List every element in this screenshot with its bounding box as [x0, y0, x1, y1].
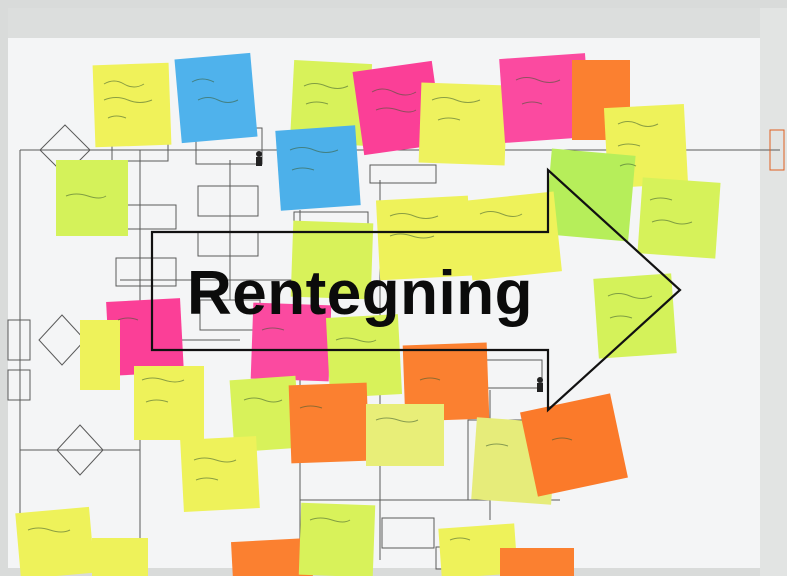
board-edge-right — [760, 8, 787, 576]
sticky-note — [134, 366, 204, 440]
sticky-note — [288, 382, 370, 464]
sticky-note — [366, 404, 444, 466]
sticky-note — [500, 548, 574, 576]
sticky-note — [438, 523, 518, 576]
sticky-note — [418, 82, 508, 166]
sticky-note — [520, 393, 628, 497]
handwriting-marks — [27, 77, 693, 541]
sticky-note — [106, 298, 184, 376]
sticky-note — [229, 375, 301, 453]
person-icon — [256, 151, 543, 392]
sticky-note — [275, 125, 361, 211]
decision-diamond — [56, 424, 104, 476]
sticky-note — [289, 60, 373, 146]
sticky-note — [298, 502, 376, 576]
sticky-note — [15, 506, 95, 576]
board-shadow-top — [8, 8, 783, 38]
sticky-note — [174, 52, 258, 144]
sticky-note — [231, 537, 313, 576]
sticky-note — [250, 302, 332, 382]
sticky-note — [464, 191, 562, 281]
sticky-note — [92, 62, 172, 148]
sticky-note — [92, 538, 148, 576]
sticky-note — [544, 148, 636, 242]
sticky-note — [637, 177, 721, 259]
sticky-note — [593, 273, 677, 359]
sticky-note — [290, 220, 374, 300]
sticky-note — [402, 342, 490, 422]
arrow-outline — [150, 167, 682, 413]
sticky-note — [499, 53, 591, 143]
sticky-notes — [15, 52, 721, 576]
sticky-note — [80, 320, 120, 390]
overlay-heading: Rentegning — [187, 259, 533, 328]
decision-diamond — [38, 314, 86, 366]
sticky-note — [56, 160, 128, 236]
sticky-note — [325, 314, 403, 398]
sticky-note — [180, 436, 260, 512]
